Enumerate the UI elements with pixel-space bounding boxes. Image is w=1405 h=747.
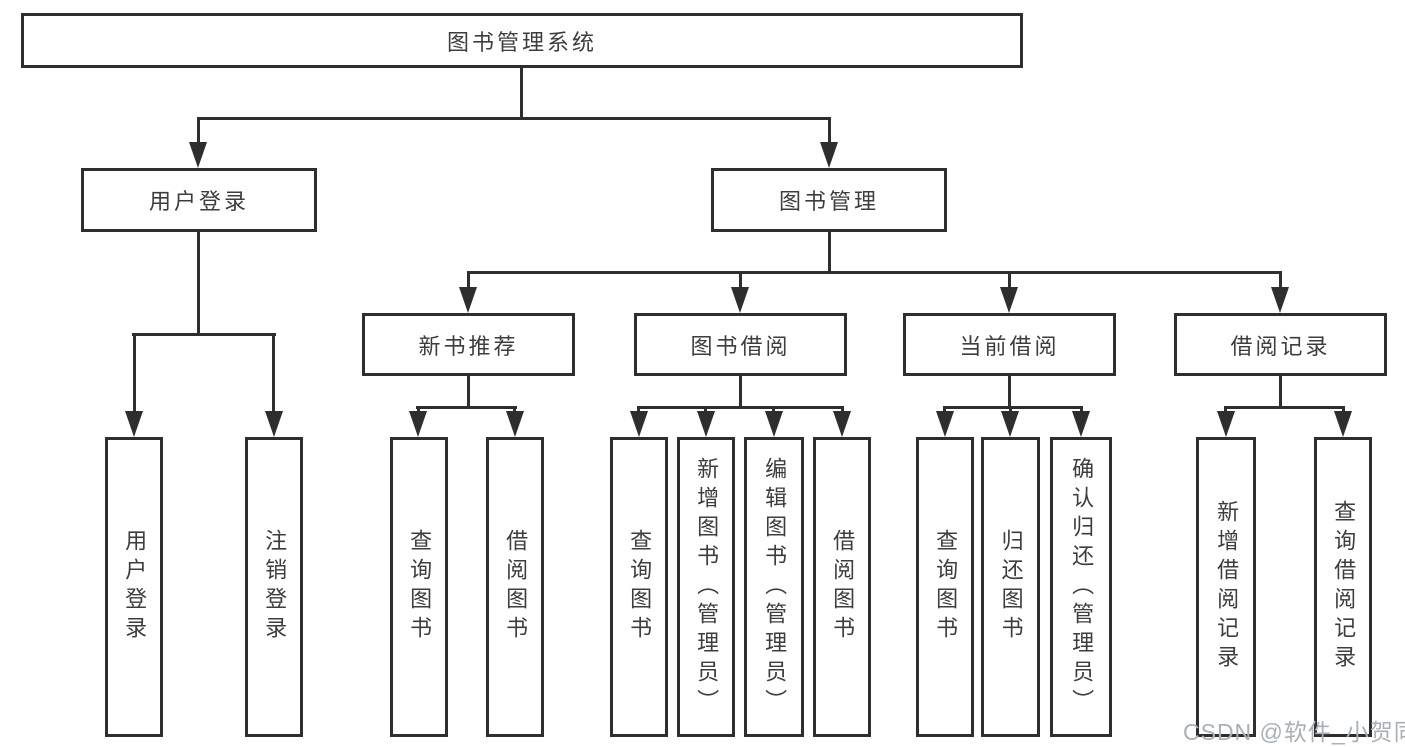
connector-to-book-borrow: [739, 271, 742, 289]
connector-root-stem: [520, 68, 523, 120]
arrowhead-leaf-cb-confirm-icon: [1072, 411, 1090, 437]
connector-book-mgmt-hbar: [467, 271, 1282, 274]
leaf-logout: 注销登录: [245, 437, 303, 737]
leaf-borrow-edit-books-admin-label: 编辑图书（管理员）: [762, 456, 788, 718]
leaf-logout-label: 注销登录: [262, 529, 288, 645]
leaf-current-confirm-return-admin: 确认归还（管理员）: [1050, 437, 1112, 737]
connector-user-login-stem: [197, 232, 200, 336]
connector-root-hbar: [197, 117, 831, 120]
leaf-newbook-borrow-books: 借阅图书: [486, 437, 544, 737]
connector-borrow-record-hbar: [1224, 406, 1345, 409]
connector-book-borrow-hbar: [637, 406, 844, 409]
connector-to-leaf-cb-confirm: [1080, 406, 1083, 415]
node-book-borrow-label: 图书借阅: [690, 333, 791, 359]
node-user-login-label: 用户登录: [148, 189, 249, 214]
connector-to-leaf-br-add: [1224, 406, 1227, 415]
arrowhead-new-book-rec-icon: [459, 287, 477, 313]
arrowhead-leaf-cb-query-icon: [936, 411, 954, 437]
connector-new-book-rec-stem: [467, 376, 470, 409]
arrowhead-leaf-user-login-icon: [125, 411, 143, 437]
connector-to-current-borrow: [1008, 271, 1011, 289]
arrowhead-leaf-bb-add-icon: [697, 411, 715, 437]
node-borrow-record-label: 借阅记录: [1230, 333, 1331, 359]
connector-to-leaf-bb-borrow: [841, 406, 844, 415]
leaf-borrow-edit-books-admin: 编辑图书（管理员）: [744, 437, 804, 737]
connector-to-leaf-bb-edit: [772, 406, 775, 415]
arrowhead-leaf-bb-query-icon: [630, 411, 648, 437]
leaf-user-login-label: 用户登录: [122, 529, 148, 645]
leaf-newbook-query-books: 查询图书: [390, 437, 448, 737]
node-borrow-record: 借阅记录: [1174, 313, 1387, 376]
connector-book-borrow-stem: [739, 376, 742, 409]
connector-current-borrow-hbar: [943, 406, 1083, 409]
leaf-borrow-add-books-admin: 新增图书（管理员）: [677, 437, 735, 737]
arrowhead-current-borrow-icon: [1000, 287, 1018, 313]
arrowhead-leaf-nb-borrow-icon: [506, 411, 524, 437]
connector-to-leaf-cb-query: [943, 406, 946, 415]
arrowhead-leaf-logout-icon: [265, 411, 283, 437]
connector-root-to-book-mgmt: [828, 117, 831, 144]
node-book-management-label: 图书管理: [778, 189, 879, 214]
leaf-current-return-books-label: 归还图书: [998, 529, 1024, 645]
connector-to-leaf-bb-query: [637, 406, 640, 415]
connector-to-leaf-nb-query: [417, 406, 420, 415]
leaf-borrow-query-books-label: 查询图书: [627, 529, 653, 645]
leaf-current-query-books: 查询图书: [916, 437, 974, 737]
connector-to-leaf-nb-borrow: [513, 406, 516, 415]
node-root: 图书管理系统: [21, 13, 1023, 68]
watermark: CSDN @软件_小贺同学: [1183, 719, 1405, 745]
node-current-borrow: 当前借阅: [903, 313, 1116, 376]
connector-to-leaf-br-query: [1342, 406, 1345, 415]
arrowhead-borrow-record-icon: [1271, 287, 1289, 313]
connector-to-leaf-bb-add: [704, 406, 707, 415]
arrowhead-book-borrow-icon: [731, 287, 749, 313]
leaf-newbook-borrow-books-label: 借阅图书: [503, 529, 529, 645]
leaf-borrow-add-books-admin-label: 新增图书（管理员）: [694, 456, 720, 718]
node-new-book-recommend-label: 新书推荐: [418, 333, 519, 359]
connector-to-leaf-user-login: [133, 333, 136, 413]
connector-to-borrow-record: [1279, 271, 1282, 289]
connector-to-leaf-logout: [272, 333, 275, 413]
leaf-user-login: 用户登录: [105, 437, 163, 737]
arrowhead-leaf-br-add-icon: [1217, 411, 1235, 437]
leaf-current-return-books: 归还图书: [981, 437, 1040, 737]
arrowhead-user-login-icon: [189, 142, 207, 168]
node-book-borrow: 图书借阅: [634, 313, 847, 376]
arrowhead-leaf-bb-edit-icon: [765, 411, 783, 437]
leaf-borrow-query-books: 查询图书: [610, 437, 668, 737]
node-root-label: 图书管理系统: [446, 29, 597, 55]
connector-new-book-rec-hbar: [416, 406, 517, 409]
connector-user-login-hbar: [132, 333, 276, 336]
connector-book-mgmt-stem: [828, 232, 831, 274]
leaf-newbook-query-books-label: 查询图书: [407, 529, 433, 645]
node-book-management: 图书管理: [711, 168, 947, 232]
leaf-record-query-borrow-record-label: 查询借阅记录: [1331, 500, 1357, 674]
connector-to-leaf-cb-return: [1009, 406, 1012, 415]
leaf-record-add-borrow-record-label: 新增借阅记录: [1214, 500, 1240, 674]
connector-current-borrow-stem: [1008, 376, 1011, 409]
arrowhead-leaf-bb-borrow-icon: [833, 411, 851, 437]
leaf-borrow-borrow-books: 借阅图书: [813, 437, 871, 737]
leaf-current-query-books-label: 查询图书: [933, 529, 959, 645]
leaf-current-confirm-return-admin-label: 确认归还（管理员）: [1069, 456, 1095, 718]
leaf-record-query-borrow-record: 查询借阅记录: [1314, 437, 1372, 737]
leaf-borrow-borrow-books-label: 借阅图书: [830, 529, 856, 645]
arrowhead-leaf-cb-return-icon: [1001, 411, 1019, 437]
node-new-book-recommend: 新书推荐: [362, 313, 575, 376]
connector-to-new-book-rec: [467, 271, 470, 289]
arrowhead-leaf-br-query-icon: [1334, 411, 1352, 437]
connector-root-to-user-login: [197, 117, 200, 144]
arrowhead-book-mgmt-icon: [820, 142, 838, 168]
arrowhead-leaf-nb-query-icon: [409, 411, 427, 437]
connector-borrow-record-stem: [1279, 376, 1282, 409]
leaf-record-add-borrow-record: 新增借阅记录: [1196, 437, 1256, 737]
node-user-login: 用户登录: [81, 168, 317, 232]
node-current-borrow-label: 当前借阅: [959, 333, 1060, 359]
